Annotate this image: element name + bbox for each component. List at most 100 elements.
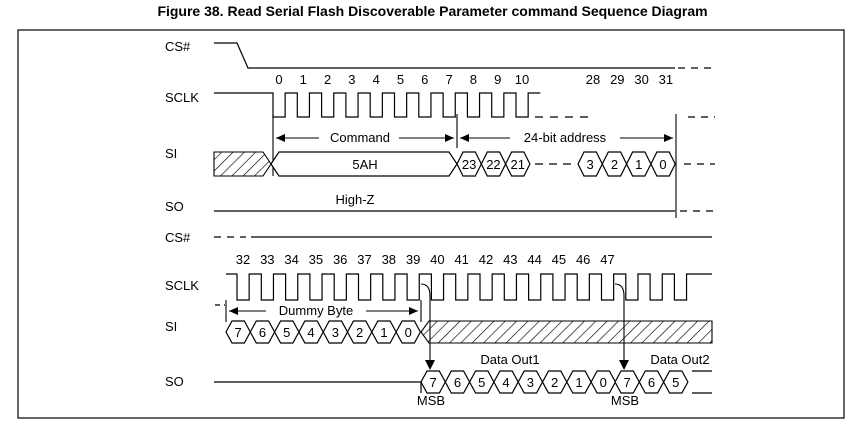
clock-edge-arrowhead-1: [425, 360, 435, 370]
clock-number: 9: [494, 72, 501, 87]
clock-number: 10: [515, 72, 529, 87]
si-dummy-bit: 1: [380, 325, 387, 340]
si-address-cell: [504, 151, 531, 177]
diagram-frame: [17, 29, 845, 419]
clock-number: 1: [300, 72, 307, 87]
so-data-out2-bit: 7: [624, 375, 631, 390]
si-label-bottom: SI: [165, 319, 177, 334]
clock-number: 29: [610, 72, 624, 87]
high-z-label: High-Z: [335, 192, 374, 207]
cs-label-top: CS#: [165, 39, 191, 54]
clock-number: 8: [470, 72, 477, 87]
si-address-bit: 22: [486, 157, 500, 172]
clock-edge-marker-2: [614, 283, 625, 360]
so-data-out1-bit: 4: [502, 375, 509, 390]
msb-label-1: MSB: [417, 393, 445, 408]
si-dummy-bit: 3: [332, 325, 339, 340]
si-dummy-bit: 7: [235, 325, 242, 340]
command-label: Command: [330, 130, 390, 145]
clock-number: 41: [454, 252, 468, 267]
so-data-out2-bit: 5: [672, 375, 679, 390]
address-arrow-head-right: [664, 134, 673, 142]
clock-number: 3: [348, 72, 355, 87]
clock-number: 7: [445, 72, 452, 87]
clock-number: 36: [333, 252, 347, 267]
data-out1-label: Data Out1: [480, 352, 539, 367]
so-data-out1-bit: 6: [454, 375, 461, 390]
address-label: 24-bit address: [524, 130, 607, 145]
so-data-bits: 7 6 5 4 3 2 1 0 7 6 5: [420, 370, 689, 394]
si-address-bit: 23: [462, 157, 476, 172]
so-data-out1-bit: 2: [551, 375, 558, 390]
cs-waveform-top: [214, 42, 675, 69]
so-data-out1-bit: 7: [430, 375, 437, 390]
so-data-out1-bit: 0: [600, 375, 607, 390]
sclk-label-bottom: SCLK: [165, 278, 199, 293]
so-waveform-bottom: [214, 381, 422, 393]
clock-number: 34: [284, 252, 298, 267]
si-dummy-bit: 5: [283, 325, 290, 340]
clock-edge-marker-1: [420, 283, 431, 360]
clock-number: 38: [382, 252, 396, 267]
si-dummy-bit: 2: [356, 325, 363, 340]
si-dont-care-bottom: [420, 320, 713, 344]
si-dummy-bit: 6: [259, 325, 266, 340]
si-address-bits-start: 23 22 21: [456, 151, 531, 177]
so-data-out1-bit: 3: [527, 375, 534, 390]
command-value: 5AH: [352, 157, 377, 172]
clock-number: 47: [600, 252, 614, 267]
clock-number: 44: [527, 252, 541, 267]
clock-number: 43: [503, 252, 517, 267]
si-label-top: SI: [165, 146, 177, 161]
so-label-bottom: SO: [165, 374, 184, 389]
so-data-out2-bit: 6: [648, 375, 655, 390]
clock-number: 40: [430, 252, 444, 267]
clock-number: 30: [634, 72, 648, 87]
command-arrow-head-left: [276, 134, 285, 142]
dummy-arrow-head-right: [409, 307, 418, 315]
si-dummy-bits: 7 6 5 4 3 2 1 0: [225, 320, 422, 344]
sclk-waveform-top: [214, 92, 541, 118]
so-data-out1-bit: 5: [478, 375, 485, 390]
clock-number: 5: [397, 72, 404, 87]
clock-number: 46: [576, 252, 590, 267]
clock-number: 0: [275, 72, 282, 87]
figure-title: Figure 38. Read Serial Flash Discoverabl…: [157, 3, 708, 19]
clock-number: 42: [479, 252, 493, 267]
clock-number: 39: [406, 252, 420, 267]
si-address-bits-end: 3 2 1 0: [577, 151, 676, 177]
si-address-bit: 1: [635, 157, 642, 172]
cs-label-bottom: CS#: [165, 230, 191, 245]
clock-number: 28: [586, 72, 600, 87]
clock-number: 2: [324, 72, 331, 87]
so-data-out1-bit: 1: [575, 375, 582, 390]
clock-number: 37: [357, 252, 371, 267]
dummy-arrow-head-left: [229, 307, 238, 315]
si-address-bit: 3: [587, 157, 594, 172]
si-dummy-bit: 0: [405, 325, 412, 340]
si-dont-care-top: [213, 151, 272, 177]
si-address-cell: [650, 151, 676, 177]
clock-number: 31: [659, 72, 673, 87]
clock-number: 45: [552, 252, 566, 267]
command-arrow-head-right: [445, 134, 454, 142]
clock-number: 33: [260, 252, 274, 267]
si-dummy-bit: 4: [307, 325, 314, 340]
clock-number: 6: [421, 72, 428, 87]
so-label-top: SO: [165, 199, 184, 214]
clock-number: 32: [236, 252, 250, 267]
dummy-byte-label: Dummy Byte: [279, 303, 353, 318]
si-address-bit: 2: [611, 157, 618, 172]
so-data-out2-cell: [662, 370, 689, 394]
msb-label-2: MSB: [611, 393, 639, 408]
clock-number: 35: [309, 252, 323, 267]
address-arrow-head-left: [460, 134, 469, 142]
clock-edge-arrowhead-2: [619, 360, 629, 370]
si-address-bit: 0: [659, 157, 666, 172]
clock-numbers-bottom: 32 33 34 35 36 37 38 39 40 41 42 43 44 45 46 47: [236, 252, 615, 267]
sclk-waveform-bottom: [226, 273, 712, 301]
sclk-label-top: SCLK: [165, 90, 199, 105]
si-address-bit: 21: [511, 157, 525, 172]
